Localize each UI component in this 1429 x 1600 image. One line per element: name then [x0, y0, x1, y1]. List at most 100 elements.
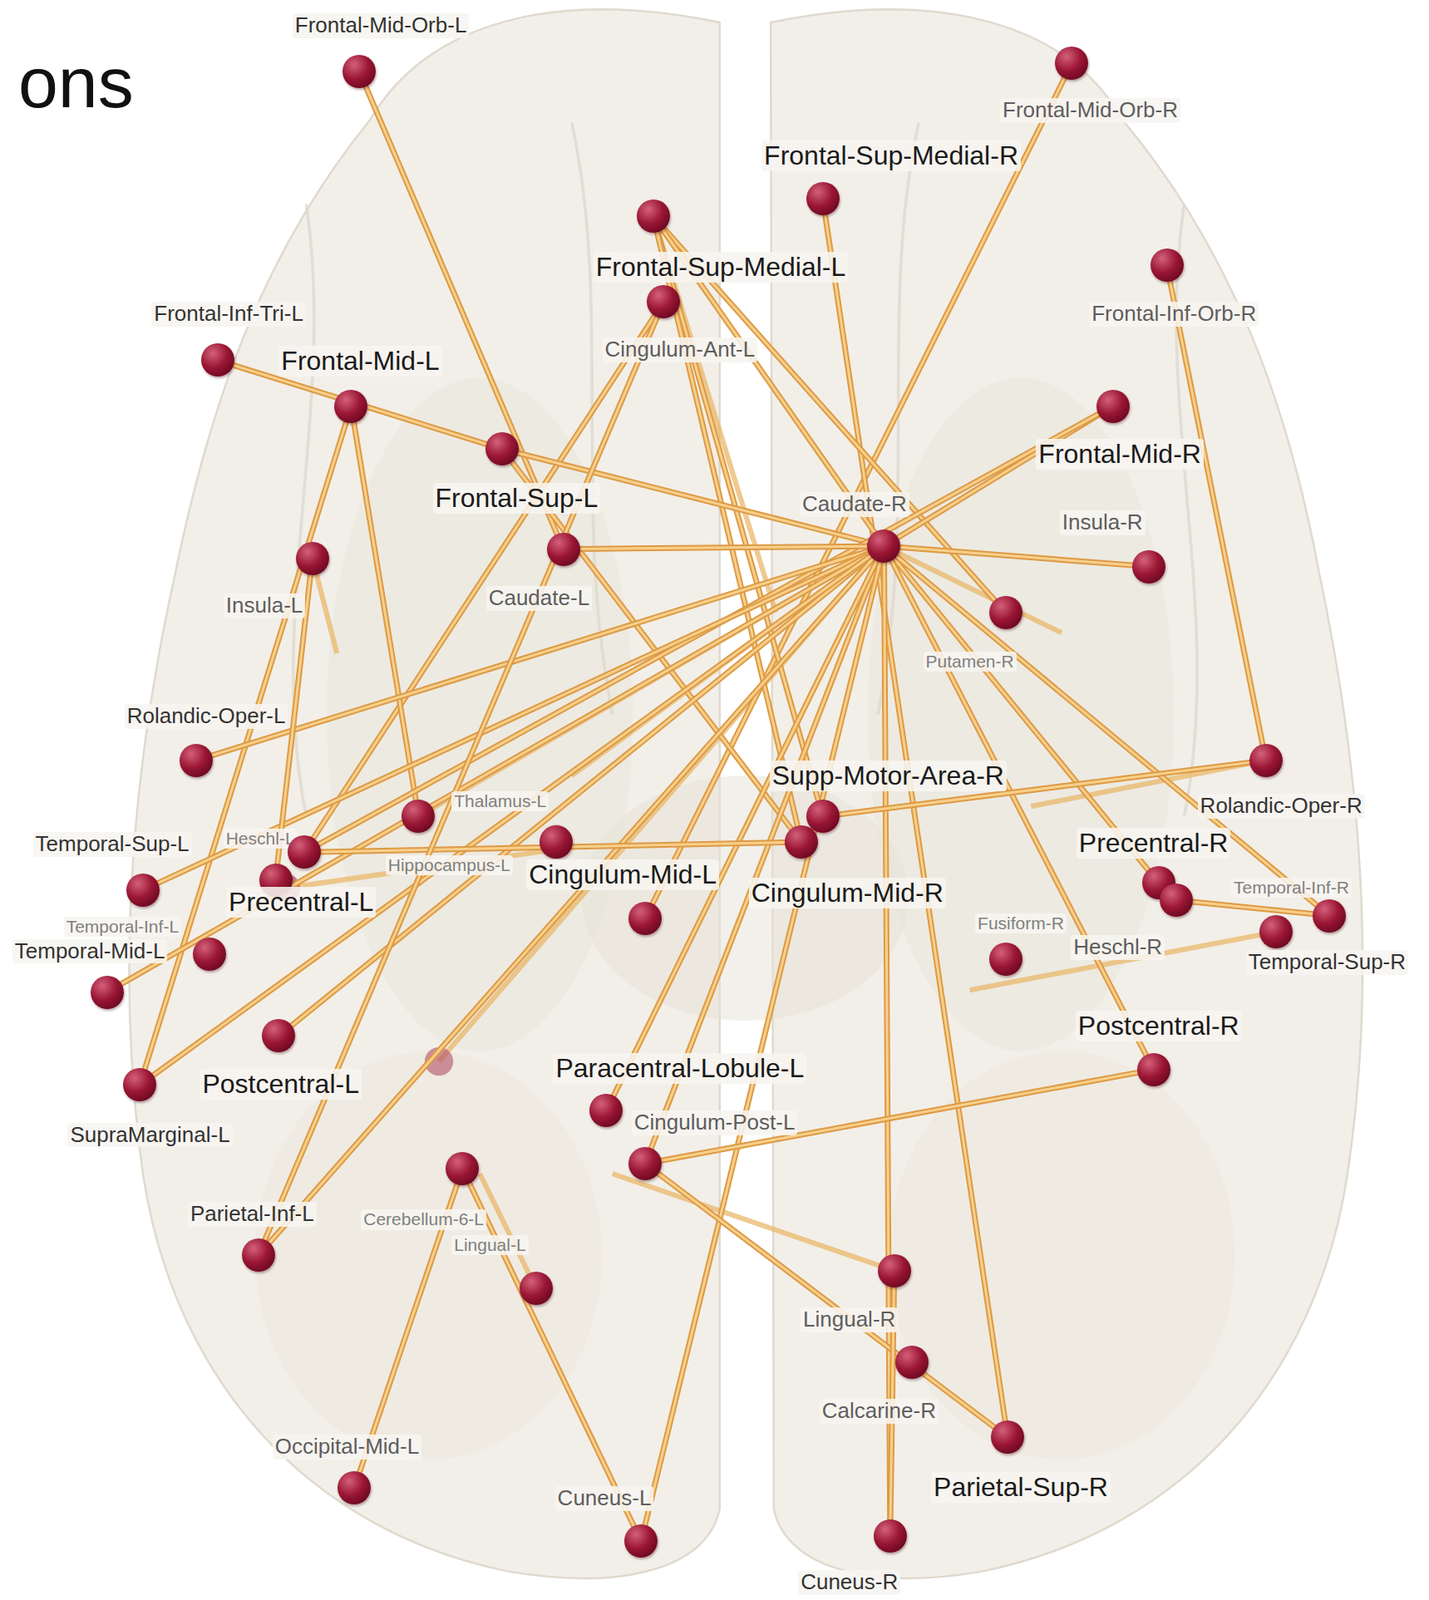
region-label: Lingual-R: [800, 1307, 898, 1333]
region-label: Precentral-R: [1076, 827, 1232, 859]
connection-tube: [825, 215, 1006, 1421]
region-label: Fusiform-R: [975, 913, 1067, 934]
region-node: Lingual-L: [519, 1271, 553, 1306]
connection-tube: [613, 561, 877, 1096]
region-label: Frontal-Sup-Medial-R: [761, 140, 1021, 172]
connection-tube: [233, 364, 487, 444]
region-node: Insula-L: [295, 542, 330, 576]
region-label: Calcarine-R: [819, 1399, 939, 1425]
region-label: Caudate-R: [799, 492, 910, 518]
region-label: Cuneus-R: [798, 1570, 901, 1596]
region-node: Parietal-Sup-R: [990, 1420, 1025, 1454]
region-label: Temporal-Inf-L: [64, 916, 182, 937]
region-label: SupraMarginal-L: [67, 1123, 232, 1149]
region-label: Temporal-Sup-L: [33, 832, 193, 858]
region-label: Temporal-Sup-R: [1246, 950, 1409, 976]
region-label: Rolandic-Oper-R: [1197, 793, 1365, 819]
region-label: Frontal-Mid-R: [1035, 438, 1204, 470]
region-node: Temporal-Inf-R: [1259, 915, 1293, 949]
region-label: Heschl-R: [1070, 935, 1165, 961]
left-hemisphere: [128, 9, 720, 1578]
region-node: Frontal-Mid-L: [334, 389, 368, 424]
region-label: Cingulum-Post-L: [631, 1110, 799, 1136]
region-label: Cuneus-L: [555, 1486, 655, 1512]
brain-fold: [255, 1051, 603, 1460]
connection-tube: [645, 561, 881, 1525]
region-label: Frontal-Mid-Orb-R: [1000, 98, 1181, 124]
region-node: Frontal-Mid-R: [1096, 389, 1130, 424]
connection-tube: [354, 422, 417, 800]
region-node: Putamen-R: [989, 596, 1023, 630]
region-label: Insula-R: [1059, 510, 1146, 536]
region-label: Cingulum-Ant-L: [602, 337, 759, 363]
region-node: Heschl-R: [1159, 883, 1193, 917]
region-label: Frontal-Sup-Medial-L: [593, 251, 849, 283]
region-label: Frontal-Mid-L: [278, 345, 442, 377]
connection-tube: [264, 317, 657, 1241]
region-node: Lingual-R: [877, 1254, 912, 1288]
connection-tube: [884, 562, 891, 1520]
region-node: Caudate-L: [546, 532, 581, 567]
region-node: Cuneus-R: [873, 1519, 907, 1553]
region-label: Frontal-Inf-Tri-L: [151, 301, 306, 327]
connection-tube: [1170, 281, 1263, 745]
region-label: Cingulum-Mid-R: [748, 877, 947, 909]
region-label: Frontal-Sup-L: [433, 482, 602, 514]
region-label: Putamen-R: [923, 651, 1017, 672]
region-node: Insula-R: [1132, 550, 1166, 584]
region-node: Temporal-Mid-L: [90, 975, 124, 1010]
brain-fold: [887, 1051, 1236, 1460]
region-label: Insula-L: [223, 593, 306, 619]
region-label: Temporal-Inf-R: [1231, 877, 1352, 898]
region-label: Supp-Motor-Area-R: [769, 760, 1007, 792]
brain-fold: [867, 377, 1174, 1051]
region-label: Precentral-L: [226, 886, 376, 918]
region-node: Parietal-Inf-L: [241, 1238, 276, 1272]
region-node: Cingulum-Mid-R: [784, 825, 818, 859]
region-node: Cingulum-Post-L: [628, 1147, 662, 1181]
region-node: Frontal-Mid-Orb-L: [342, 54, 376, 89]
region-node: Calcarine-R: [895, 1345, 929, 1380]
region-label: Postcentral-R: [1075, 1010, 1242, 1042]
region-label: Rolandic-Oper-L: [124, 704, 289, 730]
connection-tube: [365, 86, 557, 534]
region-label: Temporal-Mid-L: [12, 939, 168, 965]
region-label: Cerebellum-6-L: [360, 1209, 487, 1230]
connection-tube: [900, 547, 1132, 566]
region-node: Frontal-Inf-Orb-R: [1150, 248, 1184, 282]
connection-tube: [580, 546, 868, 549]
region-label: Frontal-Inf-Orb-R: [1088, 301, 1259, 327]
region-node: Frontal-Inf-Tri-L: [201, 343, 235, 377]
region-node: Fusiform-R: [989, 942, 1023, 976]
region-node: Temporal-Inf-L: [192, 937, 227, 971]
region-label: Occipital-Mid-L: [272, 1434, 422, 1460]
connection-tube: [652, 78, 1065, 904]
region-node: Frontal-Sup-Medial-L: [636, 199, 671, 233]
region-label: Hippocampus-L: [385, 855, 513, 876]
region-label: Heschl-L: [223, 828, 298, 849]
connection-tube: [894, 558, 1149, 870]
region-node: Frontal-Sup-Medial-R: [806, 182, 840, 216]
region-label: Cingulum-Mid-L: [526, 859, 720, 891]
region-label: Parietal-Sup-R: [931, 1472, 1111, 1503]
region-label: Caudate-L: [486, 586, 592, 612]
region-node: Postcentral-R: [1137, 1053, 1171, 1087]
region-label: Parietal-Inf-L: [187, 1202, 317, 1227]
region-label: Thalamus-L: [451, 791, 549, 812]
connection-tube: [152, 556, 871, 1076]
title-fragment: ons: [18, 43, 134, 123]
connection-tube: [891, 561, 1147, 1055]
region-label: Frontal-Mid-Orb-L: [292, 13, 470, 39]
connection-tube: [1192, 901, 1313, 914]
region-label: Postcentral-L: [199, 1069, 362, 1100]
region-node: Temporal-Sup-R: [1312, 899, 1346, 933]
region-label: Paracentral-Lobule-L: [552, 1053, 807, 1085]
region-node: Rolandic-Oper-L: [179, 744, 213, 778]
region-label: Lingual-L: [451, 1235, 528, 1256]
region-node: Temporal-Sup-L: [126, 873, 160, 907]
region-node: Cingulum-Mid-L: [628, 901, 662, 936]
connection-tube: [658, 1173, 995, 1428]
connection-tube: [121, 554, 870, 985]
region-node: Rolandic-Oper-R: [1249, 744, 1283, 778]
connection-tube: [896, 556, 1317, 906]
